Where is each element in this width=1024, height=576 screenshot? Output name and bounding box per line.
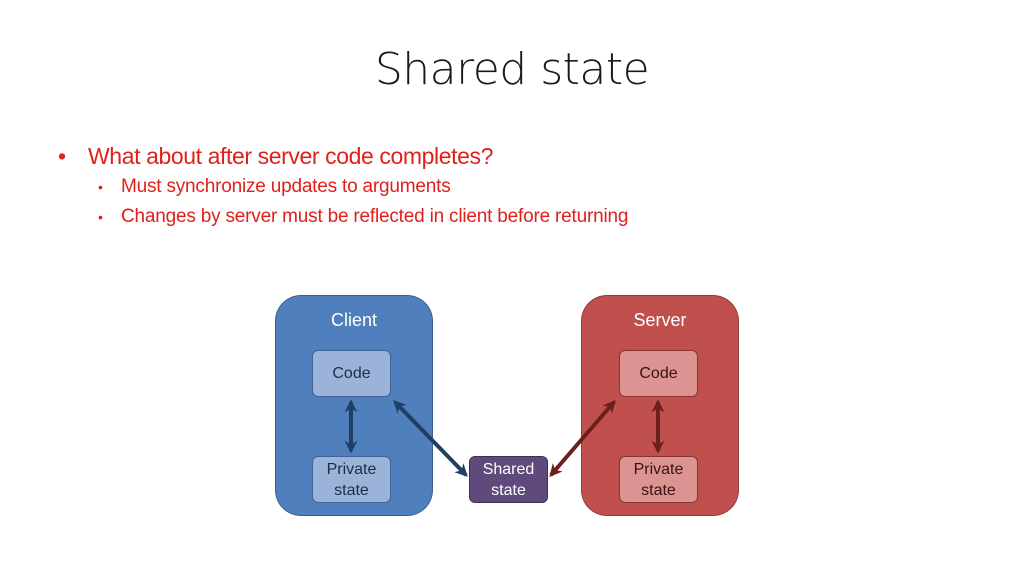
server-private-line1: Private [633, 460, 684, 478]
server-private-state-box: Private state [619, 456, 698, 503]
bullet-list: • What about after server code completes… [58, 140, 958, 232]
client-private-state-box: Private state [312, 456, 391, 503]
client-code-shared-arrow [393, 400, 468, 477]
server-label: Server [633, 310, 687, 330]
server-code-label: Code [639, 365, 678, 382]
client-private-line2: state [334, 481, 369, 499]
server-private-line2: state [641, 481, 676, 499]
client-label: Client [330, 310, 378, 330]
server-code-shared-arrow [549, 400, 616, 477]
bullet-sub-2: • Changes by server must be reflected in… [58, 202, 958, 232]
slide-title: Shared state [374, 44, 650, 95]
shared-state-box: Shared state [469, 456, 548, 503]
bullet-main-text: What about after server code completes? [88, 143, 494, 169]
bullet-sub-1: • Must synchronize updates to arguments [58, 172, 958, 202]
bullet-sub-2-text: Changes by server must be reflected in c… [121, 206, 629, 227]
bullet-main: • What about after server code completes… [58, 140, 958, 172]
shared-line2: state [491, 481, 526, 499]
bullet-dot: • [58, 143, 66, 169]
bullet-dot: • [98, 179, 103, 195]
server-code-box: Code [619, 350, 698, 397]
client-code-box: Code [312, 350, 391, 397]
bullet-sub-1-text: Must synchronize updates to arguments [121, 176, 451, 197]
shared-line1: Shared [482, 460, 535, 478]
bullet-dot: • [98, 209, 103, 225]
client-private-line1: Private [326, 460, 377, 478]
client-code-label: Code [332, 365, 371, 382]
